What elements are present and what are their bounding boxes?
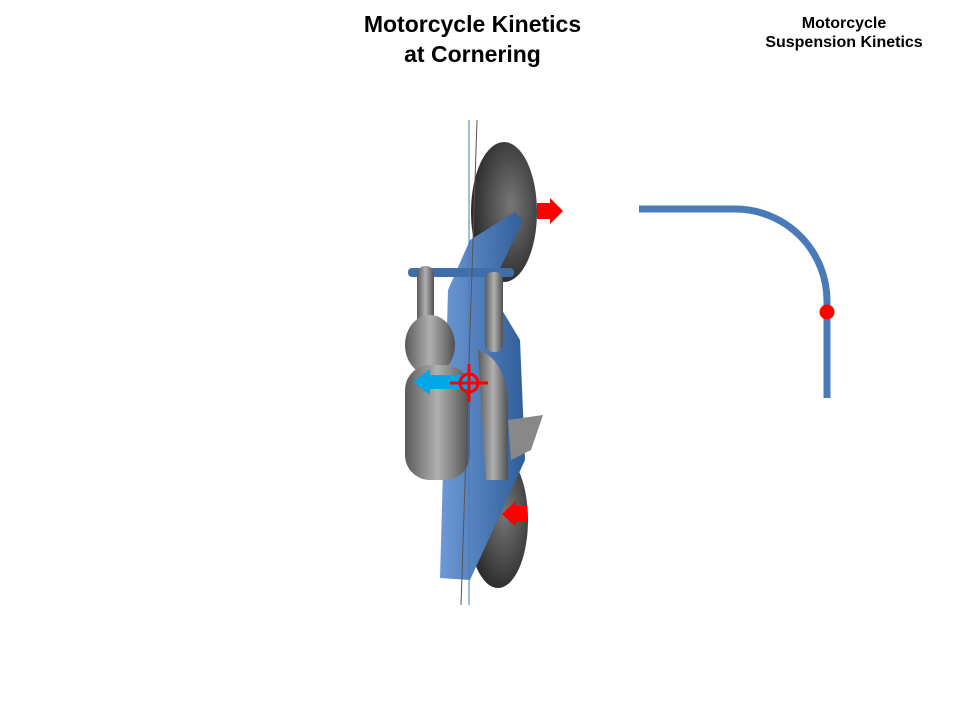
main-title: Motorcycle Kinetics at Cornering xyxy=(300,9,645,69)
side-title: Motorcycle Suspension Kinetics xyxy=(740,14,948,52)
lean-axis-line xyxy=(460,119,478,606)
rear-tire-force-arrow xyxy=(502,501,527,527)
cornering-path xyxy=(639,205,831,398)
main-title-line2: at Cornering xyxy=(404,41,541,67)
front-tire-force-arrow xyxy=(537,198,563,224)
side-title-line1: Motorcycle xyxy=(801,15,887,32)
motorcycle-position-marker xyxy=(819,304,835,320)
motorcycle-illustration xyxy=(405,119,543,606)
centrifugal-force-arrow xyxy=(413,369,470,395)
main-title-line1: Motorcycle Kinetics xyxy=(363,11,582,37)
center-of-gravity-icon xyxy=(450,364,488,402)
side-title-line2: Suspension Kinetics xyxy=(765,34,923,51)
